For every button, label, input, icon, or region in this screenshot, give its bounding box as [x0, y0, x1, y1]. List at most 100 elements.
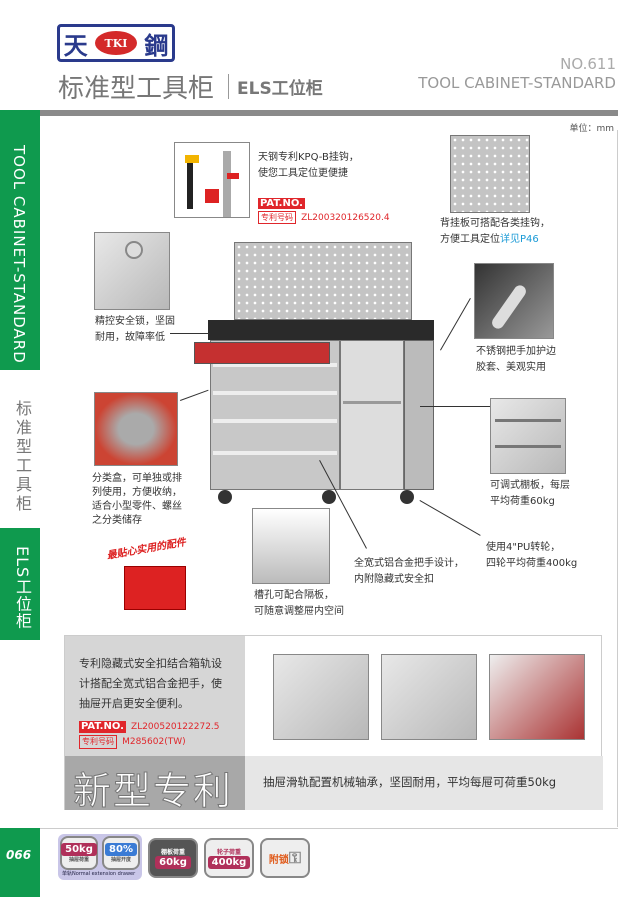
badge-value: 400kg: [207, 856, 251, 869]
bins-note: 分类盒，可单独或排 列使用，方便收纳， 适合小型零件、螺丝 之分类储存: [92, 472, 182, 528]
bins-note-line: 分类盒，可单独或排: [92, 473, 182, 484]
footer-divider: [40, 828, 618, 829]
sidebar-section-english: TOOL CABINET-STANDARD: [0, 110, 40, 370]
shelf-note: 可调式棚板，每层 平均荷重60kg: [490, 478, 570, 510]
drawer-stack: [210, 340, 340, 490]
pat-label: PAT.NO.: [258, 198, 305, 209]
alu-handle-note-line: 内附隐藏式安全扣: [354, 574, 434, 585]
caster-note: 使用4"PU转轮， 四轮平均荷重400kg: [486, 540, 577, 572]
patent-numbers: PAT.NO. ZL200520122272.5 专利号码 M285602(TW…: [79, 718, 220, 749]
pat-cn-label: 专利号码: [79, 735, 117, 749]
bins-note-line: 适合小型零件、螺丝: [92, 501, 182, 512]
caster-icon: [218, 490, 232, 504]
tool-cabinet-image: [194, 242, 436, 507]
cabinet-compartment: [340, 340, 404, 490]
handle-note: 不锈钢把手加护边 胶套、美观实用: [476, 344, 556, 376]
bins-note-line: 列使用，方便收纳，: [92, 487, 182, 498]
lock-note: 精控安全锁，坚固 耐用，故障率低: [95, 314, 175, 346]
right-border: [617, 130, 618, 827]
accessory-label: 最贴心实用的配件: [105, 537, 187, 562]
key-icon: ⚿: [288, 848, 302, 867]
caster-note-line: 四轮平均荷重400kg: [486, 558, 578, 569]
page-title: 标准型工具柜: [58, 74, 215, 104]
sidebar-english-label: TOOL CABINET-STANDARD: [10, 145, 28, 364]
patent-text-panel: 专利隐藏式安全扣结合箱轨设 计搭配全宽式铝合金把手，使 抽屉开启更安全便利。 P…: [65, 636, 245, 756]
header-rule: [40, 110, 618, 116]
hook-note-line: 天钢专利KPQ-B挂钩，: [258, 152, 359, 163]
divider-note: 槽孔可配合隔板， 可随意调整屉内空间: [254, 588, 344, 620]
alu-handle-note-line: 全宽式铝合金把手设计，: [354, 558, 464, 569]
product-number: NO.611: [560, 55, 616, 73]
caster-icon: [400, 490, 414, 504]
cabinet-door: [404, 340, 434, 490]
pegboard-note-line: 方便工具定位: [440, 234, 500, 245]
leader-line: [440, 298, 471, 351]
sidebar-chinese-label: 标准型工具柜: [13, 400, 32, 514]
pat-number: ZL200320126520.4: [301, 213, 390, 223]
drawer-extension-badge: 80%抽屉开度: [102, 836, 140, 870]
logo-char-right: 鋼: [144, 31, 169, 60]
open-drawer: [194, 342, 330, 364]
sidebar-els-label: ELS工位柜: [13, 546, 32, 630]
bins-note-line: 之分类储存: [92, 515, 142, 526]
badge-caption: 单轨Normal extension drawer: [62, 871, 136, 877]
lock-note-line: 精控安全锁，坚固: [95, 316, 175, 327]
pegboard-note: 背挂板可搭配各类挂钩， 方便工具定位详见P46: [440, 216, 550, 248]
pat-label: PAT.NO.: [79, 721, 126, 733]
alu-handle-note: 全宽式铝合金把手设计， 内附隐藏式安全扣: [354, 556, 464, 588]
page-reference-link[interactable]: 详见P46: [500, 234, 539, 245]
unit-label: 单位：mm: [569, 124, 614, 134]
bins-photo: [94, 392, 178, 466]
badge-value: 50kg: [61, 843, 97, 856]
leader-line: [419, 500, 481, 536]
leader-line: [420, 406, 490, 407]
hook-photo: [174, 142, 250, 218]
english-title: TOOL CABINET-STANDARD: [418, 74, 616, 92]
divider-photo: [252, 508, 330, 584]
pat-number: M285602(TW): [122, 737, 186, 747]
patent-description-line: 计搭配全宽式铝合金把手，使: [79, 677, 222, 690]
badge-value: 附锁: [268, 854, 289, 866]
badge-title: 抽屉开度: [110, 857, 131, 863]
hook-note-line: 使您工具定位更便捷: [258, 168, 348, 179]
drawer-handle-photo: [381, 654, 477, 740]
divider-note-line: 可随意调整屉内空间: [254, 606, 344, 617]
patent-caption: 抽屉滑轨配置机械轴承，坚固耐用，平均每屉可荷重50kg: [263, 775, 557, 789]
hook-note: 天钢专利KPQ-B挂钩， 使您工具定位更便捷: [258, 150, 359, 182]
divider-note-line: 槽孔可配合隔板，: [254, 590, 334, 601]
caster-icon: [322, 490, 336, 504]
patent-description: 专利隐藏式安全扣结合箱轨设 计搭配全宽式铝合金把手，使 抽屉开启更安全便利。: [79, 654, 222, 714]
pat-number: ZL200520122272.5: [131, 722, 220, 732]
shelf-note-line: 可调式棚板，每层: [490, 480, 570, 491]
logo-char-left: 天: [63, 31, 88, 60]
hook-patent: PAT.NO. 专利号码 ZL200320126520.4: [258, 195, 390, 224]
lock-note-line: 耐用，故障率低: [95, 332, 165, 343]
cabinet-worktop: [208, 320, 434, 340]
handle-note-line: 不锈钢把手加护边: [476, 346, 556, 357]
cabinet-pegboard: [234, 242, 412, 320]
handle-photo: [474, 263, 554, 339]
open-drawer-photo: [489, 654, 585, 740]
handle-note-line: 胶套、美观实用: [476, 362, 546, 373]
pat-cn-label: 专利号码: [258, 211, 296, 224]
drawer-slide-photo: [273, 654, 369, 740]
page-subtitle: ELS工位柜: [228, 74, 323, 99]
shelf-photo: [490, 398, 566, 474]
logo-mark: TKI: [94, 31, 137, 55]
patent-description-line: 专利隐藏式安全扣结合箱轨设: [79, 657, 222, 670]
shelf-note-line: 平均荷重60kg: [490, 496, 555, 507]
caster-note-line: 使用4"PU转轮，: [486, 542, 561, 553]
lock-photo: [94, 232, 170, 310]
page-number-block: 066: [0, 828, 40, 897]
badge-title: 棚板荷重: [160, 849, 185, 856]
patent-section: 专利隐藏式安全扣结合箱轨设 计搭配全宽式铝合金把手，使 抽屉开启更安全便利。 P…: [64, 635, 603, 814]
brand-logo: 天 TKI 鋼: [57, 24, 175, 62]
pegboard-note-line: 背挂板可搭配各类挂钩，: [440, 218, 550, 229]
patent-caption-bar: 新型专利 抽屉滑轨配置机械轴承，坚固耐用，平均每屉可荷重50kg: [65, 756, 603, 814]
lock-badge: 附锁⚿: [260, 838, 310, 878]
badge-title: 抽屉荷重: [68, 857, 89, 863]
patent-big-title: 新型专利: [72, 769, 234, 814]
